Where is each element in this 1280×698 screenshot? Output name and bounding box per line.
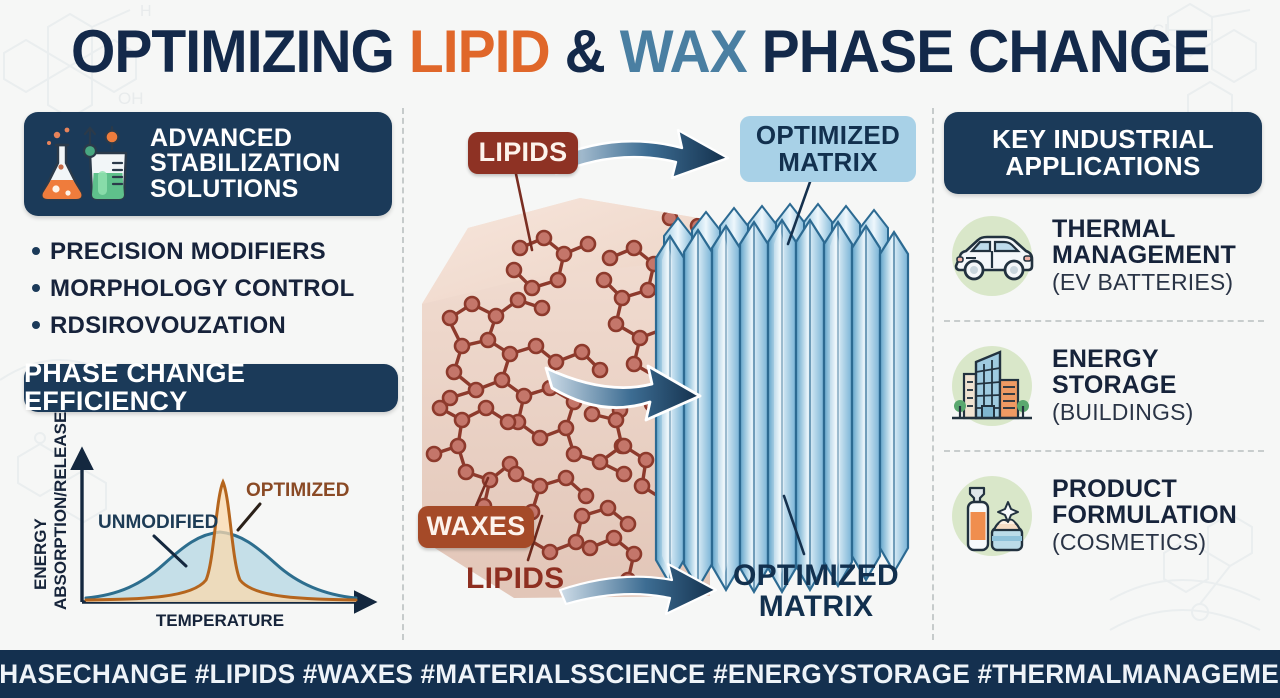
bullet-label: RDSIROVOUZATION (50, 312, 286, 339)
application-title: PRODUCT FORMULATION (1052, 475, 1238, 529)
applications-title: KEY INDUSTRIAL APPLICATIONS (992, 124, 1214, 181)
application-text: THERMAL MANAGEMENT (EV BATTERIES) (1052, 215, 1264, 295)
title-part-optimizing: OPTIMIZING (70, 17, 409, 85)
application-subtitle: (COSMETICS) (1052, 528, 1207, 555)
chart-annotation-unmodified: UNMODIFIED (98, 512, 218, 533)
list-item: PRECISION MODIFIERS (32, 238, 392, 266)
divider-right (932, 108, 934, 640)
pill-lipids: LIPIDS (468, 132, 578, 174)
bullet-dot-icon (32, 247, 40, 255)
application-title: ENERGY STORAGE (1052, 345, 1177, 399)
cosmetics-jar-icon (944, 468, 1040, 564)
svg-text:OH: OH (118, 89, 144, 108)
bullet-dot-icon (32, 321, 40, 329)
bullet-label: PRECISION MODIFIERS (50, 238, 326, 265)
transformation-arrow-middle (544, 364, 702, 422)
application-text: ENERGY STORAGE (BUILDINGS) (1052, 345, 1264, 425)
leader-line-lipids-bottom (526, 514, 544, 562)
efficiency-heading-badge: PHASE CHANGE EFFICIENCY (24, 360, 398, 415)
leader-lines-lipids (474, 172, 534, 508)
divider-left (402, 108, 404, 640)
svg-text:H: H (140, 3, 152, 20)
list-item: MORPHOLOGY CONTROL (32, 275, 392, 303)
stabilization-bullet-list: PRECISION MODIFIERS MORPHOLOGY CONTROL R… (24, 238, 392, 340)
transformation-arrow-top (548, 128, 730, 180)
divider-applications-2 (944, 450, 1264, 452)
applications-heading-badge: KEY INDUSTRIAL APPLICATIONS (944, 112, 1262, 194)
bullet-dot-icon (32, 284, 40, 292)
stabilization-title: ADVANCED STABILIZATION SOLUTIONS (150, 123, 341, 203)
title-part-amp: & (549, 17, 620, 85)
title-part-wax: WAX (619, 17, 748, 85)
application-item-thermal-management: THERMAL MANAGEMENT (EV BATTERIES) (944, 194, 1264, 318)
application-item-product-formulation: PRODUCT FORMULATION (COSMETICS) (944, 454, 1264, 578)
chart-leader-optimized (236, 502, 262, 532)
hashtag-text: #PHASECHANGE #LIPIDS #WAXES #MATERIALSSC… (0, 658, 1280, 689)
application-text: PRODUCT FORMULATION (COSMETICS) (1052, 475, 1264, 555)
center-column: LIPIDS WAXES OPTIMIZED MATRIX LIPIDS OPT… (410, 108, 926, 640)
aligned-crystal-matrix-block (654, 202, 910, 595)
label-optimized-matrix-bottom: OPTIMIZED MATRIX (732, 559, 900, 624)
list-item: RDSIROVOUZATION (32, 312, 392, 340)
stabilization-heading-badge: ADVANCED STABILIZATION SOLUTIONS (24, 112, 392, 216)
chart-annotation-optimized: OPTIMIZED (246, 480, 349, 501)
title-part-lipid: LIPID (408, 17, 551, 85)
chart-series-optimized (86, 482, 356, 602)
leader-lines-matrix (782, 180, 812, 556)
electric-car-icon (944, 208, 1040, 304)
phase-change-efficiency-chart: ENERGY ABSORPTION/RELEASE UNMODIFIED OPT… (24, 412, 398, 638)
hashtag-footer: #PHASECHANGE #LIPIDS #WAXES #MATERIALSSC… (0, 650, 1280, 698)
chart-xlabel: TEMPERATURE (156, 611, 284, 630)
chart-ylabel-line1: ENERGY (31, 518, 50, 590)
efficiency-title: PHASE CHANGE EFFICIENCY (24, 358, 246, 416)
bullet-label: MORPHOLOGY CONTROL (50, 275, 355, 302)
label-lipids-bottom: LIPIDS (466, 562, 565, 595)
pill-waxes: WAXES (418, 506, 534, 548)
left-column: ADVANCED STABILIZATION SOLUTIONS PRECISI… (24, 112, 398, 638)
svg-text:Cl: Cl (1152, 21, 1168, 40)
transformation-arrow-bottom (558, 562, 718, 616)
page-title: OPTIMIZING LIPID & WAX PHASE CHANGE (71, 17, 1210, 86)
application-subtitle: (BUILDINGS) (1052, 398, 1194, 425)
buildings-icon (944, 338, 1040, 434)
chart-ylabel-line2: ABSORPTION/RELEASE (51, 412, 70, 610)
chart-svg: ENERGY ABSORPTION/RELEASE UNMODIFIED OPT… (31, 412, 378, 630)
lab-flask-beaker-icon (41, 125, 128, 201)
transformation-diagram (422, 128, 910, 616)
application-subtitle: (EV BATTERIES) (1052, 268, 1234, 295)
chart-leader-unmodified (152, 534, 188, 568)
right-column: KEY INDUSTRIAL APPLICATIONS (944, 112, 1264, 638)
title-part-phase-change: PHASE CHANGE (746, 17, 1210, 85)
divider-applications-1 (944, 320, 1264, 322)
pill-optimized-matrix: OPTIMIZED MATRIX (740, 116, 916, 182)
title-bar: OPTIMIZING LIPID & WAX PHASE CHANGE (0, 8, 1280, 94)
application-item-energy-storage: ENERGY STORAGE (BUILDINGS) (944, 324, 1264, 448)
application-title: THERMAL MANAGEMENT (1052, 215, 1236, 269)
